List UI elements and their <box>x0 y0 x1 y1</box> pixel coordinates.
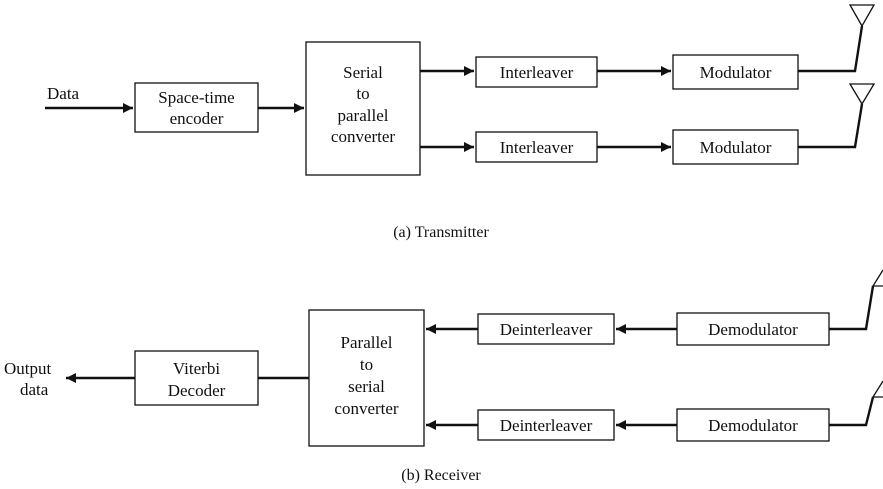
s2p-label-line4: converter <box>331 127 396 146</box>
demodulator-2-label: Demodulator <box>708 416 798 435</box>
antenna-to-demodulator-2-wire <box>829 396 875 427</box>
antenna-to-demodulator-1-wire <box>829 285 875 331</box>
receiver-section: Demodulator Deinterleaver Demodulator De… <box>4 269 883 484</box>
s2p-label-line3: parallel <box>338 106 389 125</box>
p2s-label-line1: Parallel <box>341 333 393 352</box>
data-input-label: Data <box>47 84 80 103</box>
antenna-icon <box>848 4 876 28</box>
s2p-label-line2: to <box>356 84 369 103</box>
deinterleaver-2-label: Deinterleaver <box>500 416 593 435</box>
deinterleaver-2-block: Deinterleaver <box>477 409 615 441</box>
antenna-icon <box>848 83 876 106</box>
viterbi-decoder-block: Viterbi Decoder <box>134 350 259 406</box>
transmitter-caption: (a) Transmitter <box>393 224 489 241</box>
parallel-to-serial-converter-block: Parallel to serial converter <box>308 309 425 447</box>
deinterleaver-1-label: Deinterleaver <box>500 320 593 339</box>
demodulator-2-block: Demodulator <box>676 408 830 442</box>
modulator-2-label: Modulator <box>700 138 772 157</box>
s2p-label-line1: Serial <box>343 63 383 82</box>
output-label-line2: data <box>20 380 49 399</box>
demodulator-1-label: Demodulator <box>708 320 798 339</box>
p2s-label-line2: to <box>360 355 373 374</box>
antenna-icon <box>871 380 883 398</box>
encoder-label-line1: Space-time <box>158 88 234 107</box>
antenna-icon <box>871 269 883 287</box>
modulator-2-to-antenna-wire <box>798 103 864 149</box>
modulator-1-to-antenna-wire <box>798 25 864 73</box>
transmitter-section: Data Space-time encoder Serial to parall… <box>45 4 876 241</box>
p2s-label-line4: converter <box>334 399 399 418</box>
interleaver-2-block: Interleaver <box>475 131 598 163</box>
deinterleaver-1-block: Deinterleaver <box>477 313 615 345</box>
modulator-1-label: Modulator <box>700 63 772 82</box>
encoder-label-line2: encoder <box>170 109 224 128</box>
interleaver-1-label: Interleaver <box>500 63 574 82</box>
output-label-line1: Output <box>4 359 52 378</box>
interleaver-2-label: Interleaver <box>500 138 574 157</box>
space-time-encoder-block: Space-time encoder <box>134 82 259 133</box>
receiver-caption: (b) Receiver <box>401 467 481 484</box>
p2s-label-line3: serial <box>348 377 385 396</box>
demodulator-1-block: Demodulator <box>676 312 830 346</box>
modulator-2-block: Modulator <box>672 129 799 165</box>
decoder-label-line2: Decoder <box>168 381 226 400</box>
decoder-label-line1: Viterbi <box>173 359 220 378</box>
interleaver-1-block: Interleaver <box>475 56 598 88</box>
serial-to-parallel-converter-block: Serial to parallel converter <box>305 41 421 176</box>
modulator-1-block: Modulator <box>672 54 799 90</box>
